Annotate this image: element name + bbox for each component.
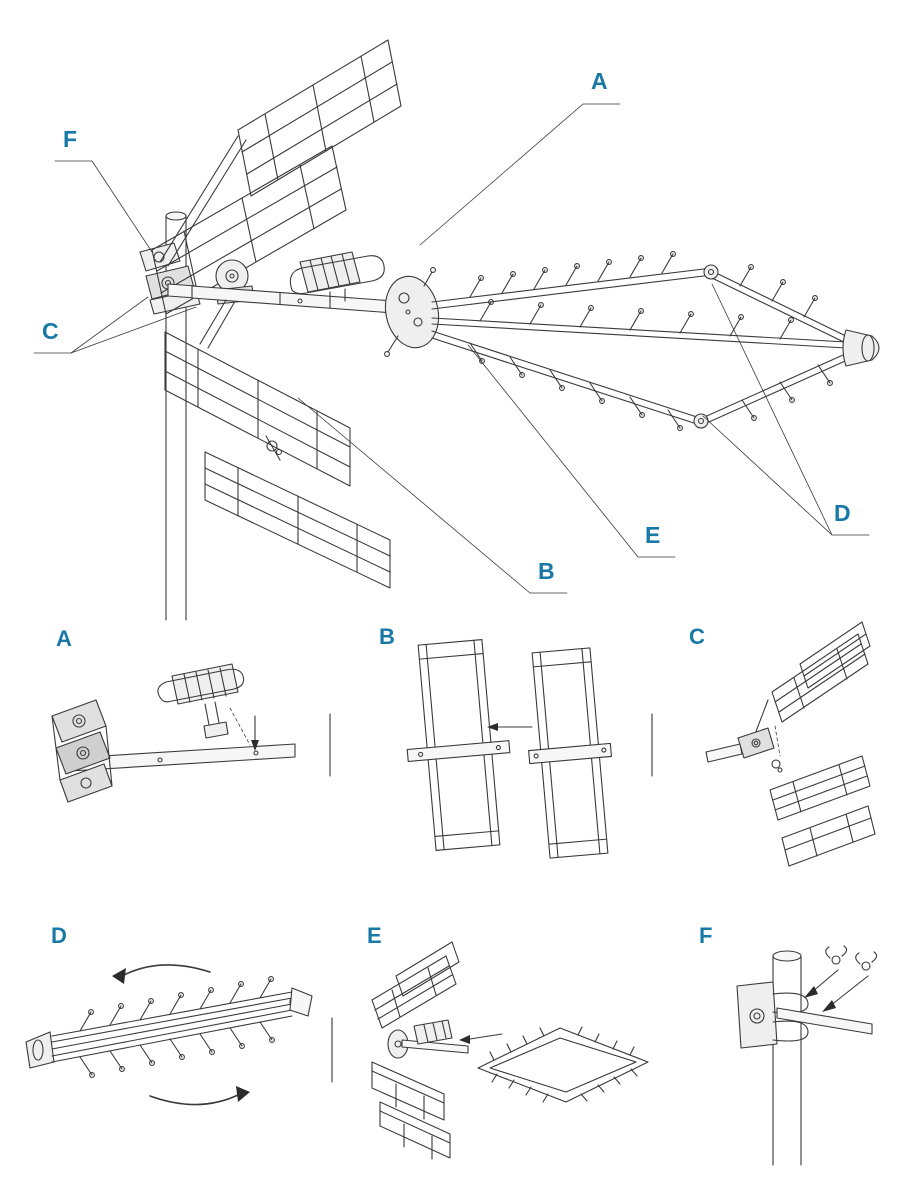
panel-c-label: C [689,624,706,649]
assembly-arrow-left [487,723,533,731]
leader-e [467,344,676,558]
callout-leader-lines [33,103,870,594]
callout-c-label: C [42,318,60,344]
rotate-arrow-bottom [149,1086,250,1106]
detail-panel-b-art [406,639,653,859]
panel-f-label: F [699,923,713,948]
panel-a-label: A [56,626,73,651]
detail-panel-c-art [705,621,876,867]
panel-b-label: B [379,624,396,649]
callout-d-label: D [834,500,852,526]
lower-reflector [164,299,391,589]
front-hub-plate [384,267,440,357]
leader-f [54,160,153,253]
leader-a [419,103,621,246]
callout-a-label: A [591,68,609,94]
detail-panel-e-art [331,941,649,1160]
detail-panel-f-art [736,945,878,1166]
callout-f-label: F [63,126,78,152]
assembly-arrow-f2 [822,975,869,1012]
reflector-brace [159,135,247,267]
callout-e-label: E [645,522,661,548]
rotate-arrow-top [112,964,211,984]
end-cap [842,329,880,367]
detail-panel-d-art [25,964,313,1106]
leader-b [297,397,568,594]
panel-e-label: E [367,923,383,948]
main-antenna-illustration [33,39,880,621]
assembly-arrow-left-e [459,1033,503,1044]
detail-panel-a-art [51,663,331,803]
dipole-unit [289,251,385,304]
callout-b-label: B [538,558,556,584]
director-frame [431,251,880,431]
panel-d-label: D [51,923,68,948]
leader-d2 [702,415,833,536]
leader-c2 [70,306,197,354]
assembly-arrow-f1 [804,969,839,998]
upper-reflector [151,39,402,315]
mast-clamp [139,242,201,315]
assembly-arrow-down [251,715,259,751]
